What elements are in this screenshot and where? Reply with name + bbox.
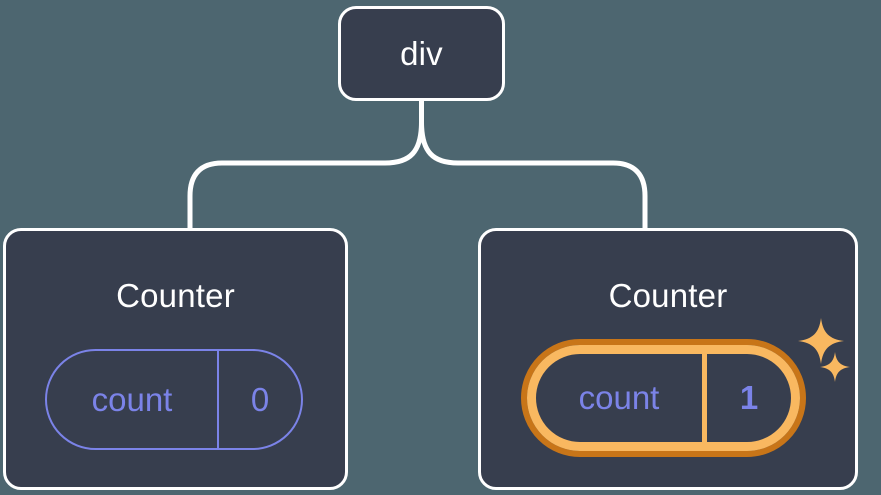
state-pill-count-left[interactable]: count 0 <box>45 349 303 450</box>
node-div[interactable]: div <box>338 6 505 101</box>
state-pill-right-divider <box>702 354 707 442</box>
counter-left-title: Counter <box>116 277 235 314</box>
node-counter-left[interactable]: Counter <box>3 228 348 490</box>
counter-right-title: Counter <box>608 277 728 314</box>
state-pill-left-divider <box>217 351 219 448</box>
connector-branch-right <box>419 119 648 231</box>
state-pill-left-key: count <box>91 380 173 418</box>
node-div-label: div <box>400 35 443 72</box>
state-pill-right-key: count <box>578 379 660 416</box>
state-pill-count-right[interactable]: count 1 <box>521 339 806 457</box>
state-pill-right-inner-ring: count 1 <box>527 345 800 451</box>
connector-branch-left <box>187 119 424 231</box>
state-pill-right-value: 1 <box>739 379 759 416</box>
state-pill-left-value: 0 <box>250 380 270 418</box>
